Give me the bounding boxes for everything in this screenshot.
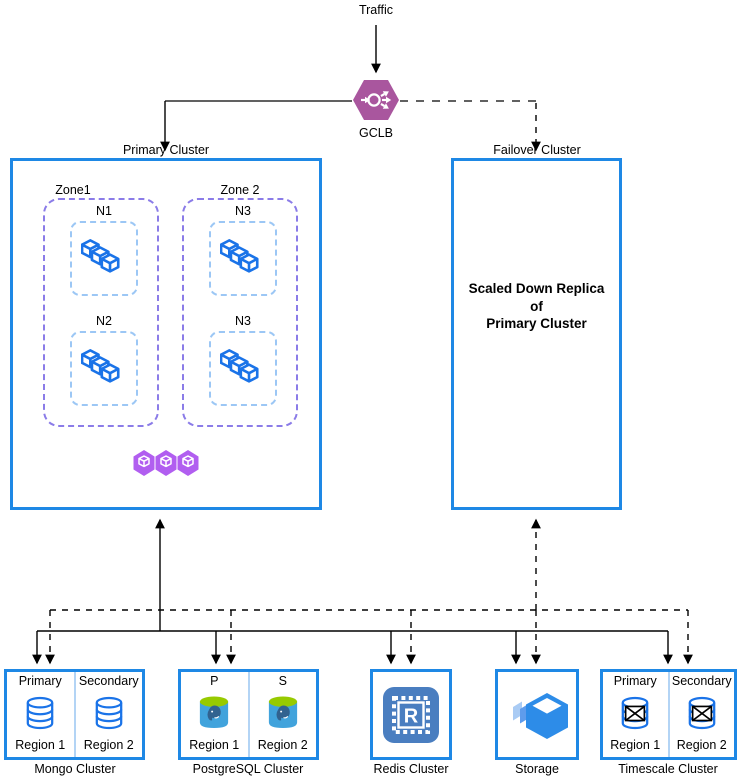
zone1-label: Zone1 xyxy=(55,183,91,197)
memory-chip-icon: R xyxy=(383,686,439,743)
postgresql-cluster-box: P Region 1 S Region 2 xyxy=(178,669,319,760)
redis-chip-letter: R xyxy=(404,705,419,727)
node-n2-box xyxy=(70,331,138,406)
mongo-cluster-box: Primary Region 1 Secondary Region 2 xyxy=(4,669,145,760)
load-balancer-icon xyxy=(353,80,399,120)
mongo-primary-role: Primary xyxy=(18,674,62,688)
kubernetes-workload-cubes-icon xyxy=(220,348,259,383)
timescale-primary-role: Primary xyxy=(613,674,657,688)
mongo-region-1: Region 1 xyxy=(15,738,66,752)
timescale-cluster-box: Primary Region 1 Secondary xyxy=(600,669,737,760)
kubernetes-workload-cubes-icon xyxy=(81,348,120,383)
gclb-label: GCLB xyxy=(358,126,394,140)
timescale-cluster-caption: Timescale Cluster xyxy=(618,762,718,776)
mongo-secondary-role: Secondary xyxy=(78,674,139,688)
database-cylinder-icon xyxy=(26,696,54,730)
node-n3b-label: N3 xyxy=(235,314,251,328)
redis-cluster-caption: Redis Cluster xyxy=(373,762,449,776)
zone1-box: N1 N2 xyxy=(43,198,159,427)
database-crossed-icon xyxy=(621,696,649,730)
node-n1-label: N1 xyxy=(96,204,112,218)
timescale-region-1: Region 1 xyxy=(610,738,661,752)
timescale-region-2: Region 2 xyxy=(676,738,727,752)
cloud-storage-bucket-icon xyxy=(513,692,568,739)
node-n2-label: N2 xyxy=(96,314,112,328)
kubernetes-workload-cubes-icon xyxy=(81,238,120,273)
storage-caption: Storage xyxy=(515,762,559,776)
node-n1-box xyxy=(70,221,138,296)
storage-box xyxy=(495,669,579,760)
traffic-label: Traffic xyxy=(358,3,394,17)
postgres-region-1: Region 1 xyxy=(189,738,240,752)
node-n3a-label: N3 xyxy=(235,204,251,218)
node-n3b-box xyxy=(209,331,277,406)
zone2-box: N3 N3 xyxy=(182,198,298,427)
timescale-primary-cell: Primary Region 1 xyxy=(603,672,668,757)
primary-cluster-box: Zone1 N1 N2 xyxy=(10,158,322,510)
postgresql-elephant-icon xyxy=(268,696,297,729)
failover-cluster-box: Scaled Down Replica of Primary Cluster xyxy=(451,158,622,510)
database-crossed-icon xyxy=(688,696,716,730)
kubernetes-workload-cubes-icon xyxy=(220,238,259,273)
postgres-primary-cell: P Region 1 xyxy=(181,672,248,757)
primary-cluster-label: Primary Cluster xyxy=(122,143,210,157)
kubernetes-pods-icon xyxy=(133,450,199,476)
mongo-cluster-caption: Mongo Cluster xyxy=(34,762,116,776)
timescale-secondary-cell: Secondary Region 2 xyxy=(667,672,735,757)
mongo-region-2: Region 2 xyxy=(83,738,134,752)
failover-cluster-label: Failover Cluster xyxy=(493,143,581,157)
postgres-secondary-cell: S Region 2 xyxy=(247,672,317,757)
node-n3a-box xyxy=(209,221,277,296)
timescale-secondary-role: Secondary xyxy=(671,674,732,688)
postgres-primary-role: P xyxy=(210,674,219,688)
postgres-secondary-role: S xyxy=(278,674,287,688)
redis-cluster-box: R xyxy=(370,669,452,760)
postgresql-elephant-icon xyxy=(200,696,229,729)
failover-cluster-text: Scaled Down Replica of Primary Cluster xyxy=(468,281,605,332)
zone2-label: Zone 2 xyxy=(220,183,260,197)
postgresql-cluster-caption: PostgreSQL Cluster xyxy=(192,762,304,776)
postgres-region-2: Region 2 xyxy=(257,738,308,752)
mongo-secondary-cell: Secondary Region 2 xyxy=(73,672,143,757)
mongo-primary-cell: Primary Region 1 xyxy=(7,672,74,757)
database-cylinder-icon xyxy=(95,696,123,730)
